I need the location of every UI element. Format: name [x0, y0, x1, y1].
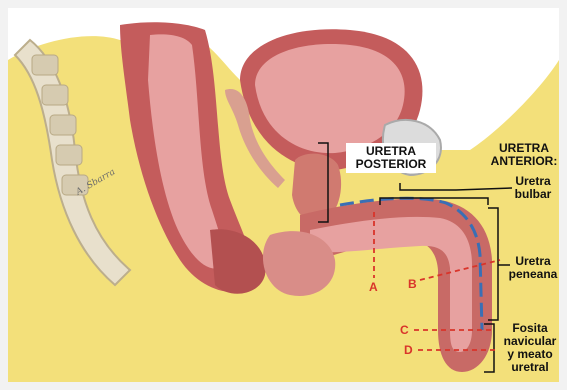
label-uretra-anterior-line2: ANTERIOR:: [488, 155, 560, 168]
label-uretra-anterior: URETRA ANTERIOR:: [488, 142, 560, 168]
label-uretra-bulbar-line2: bulbar: [505, 188, 561, 201]
label-fosita-navicular: Fosita navicular y meato uretral: [498, 322, 562, 374]
label-uretra-posterior-line2: POSTERIOR: [350, 158, 432, 171]
section-label-c: C: [400, 323, 409, 337]
label-uretra-posterior: URETRA POSTERIOR: [346, 143, 436, 173]
section-label-b: B: [408, 277, 417, 291]
section-label-d: D: [404, 343, 413, 357]
label-uretra-bulbar: Uretra bulbar: [505, 175, 561, 201]
label-uretra-peneana: Uretra peneana: [505, 255, 561, 281]
label-fosita-line4: uretral: [498, 361, 562, 374]
section-label-a: A: [369, 280, 378, 294]
label-uretra-peneana-line2: peneana: [505, 268, 561, 281]
